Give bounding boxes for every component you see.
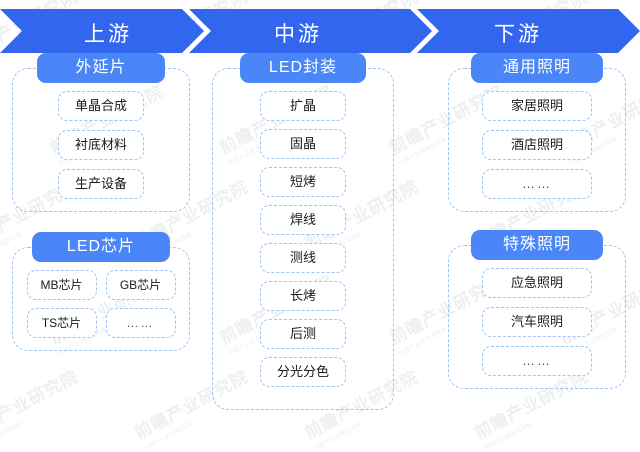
list-item[interactable]: TS芯片 bbox=[26, 308, 97, 338]
list-item[interactable]: 酒店照明 bbox=[482, 130, 592, 160]
list-item[interactable]: 固晶 bbox=[260, 129, 346, 159]
banner-label-upstream: 上游 bbox=[84, 23, 132, 46]
group-led-packaging: LED封装 扩晶 固晶 短烤 焊线 测线 长烤 后测 分光分色 bbox=[212, 53, 394, 410]
list-item[interactable]: 测线 bbox=[260, 243, 346, 273]
list-item-ellipsis[interactable]: …… bbox=[482, 346, 592, 376]
column-upstream: 外延片 单晶合成 衬底材料 生产设备 LED芯片 MB芯片 GB芯片 TS芯片 … bbox=[12, 53, 190, 365]
group-panel-epitaxial-wafer: 单晶合成 衬底材料 生产设备 bbox=[12, 68, 190, 212]
group-panel-special-lighting: 应急照明 汽车照明 …… bbox=[448, 245, 626, 389]
banner-segment-downstream[interactable] bbox=[417, 9, 640, 53]
group-epitaxial-wafer: 外延片 单晶合成 衬底材料 生产设备 bbox=[12, 53, 190, 212]
list-item[interactable]: 单晶合成 bbox=[58, 91, 144, 121]
column-midstream: LED封装 扩晶 固晶 短烤 焊线 测线 长烤 后测 分光分色 bbox=[212, 53, 394, 424]
list-item[interactable]: 短烤 bbox=[260, 167, 346, 197]
group-panel-led-packaging: 扩晶 固晶 短烤 焊线 测线 长烤 后测 分光分色 bbox=[212, 68, 394, 410]
list-item-ellipsis[interactable]: …… bbox=[482, 169, 592, 199]
group-title-led-chip[interactable]: LED芯片 bbox=[32, 232, 170, 262]
list-item[interactable]: 扩晶 bbox=[260, 91, 346, 121]
banner-arrow-shape bbox=[0, 9, 640, 53]
group-title-led-packaging[interactable]: LED封装 bbox=[240, 53, 366, 83]
list-item[interactable]: 分光分色 bbox=[260, 357, 346, 387]
list-item[interactable]: 家居照明 bbox=[482, 91, 592, 121]
group-title-special-lighting[interactable]: 特殊照明 bbox=[471, 230, 603, 260]
list-item[interactable]: 生产设备 bbox=[58, 169, 144, 199]
list-item[interactable]: 应急照明 bbox=[482, 268, 592, 298]
led-chip-grid: MB芯片 GB芯片 TS芯片 …… bbox=[25, 270, 177, 338]
banner-label-downstream: 下游 bbox=[494, 23, 542, 46]
group-panel-general-lighting: 家居照明 酒店照明 …… bbox=[448, 68, 626, 212]
group-title-epitaxial-wafer[interactable]: 外延片 bbox=[37, 53, 165, 83]
column-downstream: 通用照明 家居照明 酒店照明 …… 特殊照明 应急照明 汽车照明 …… bbox=[448, 53, 626, 403]
list-item[interactable]: 衬底材料 bbox=[58, 130, 144, 160]
group-led-chip: LED芯片 MB芯片 GB芯片 TS芯片 …… bbox=[12, 232, 190, 351]
group-title-general-lighting[interactable]: 通用照明 bbox=[471, 53, 603, 83]
value-chain-banner: 上游 中游 下游 bbox=[0, 9, 640, 53]
list-item[interactable]: 汽车照明 bbox=[482, 307, 592, 337]
group-general-lighting: 通用照明 家居照明 酒店照明 …… bbox=[448, 53, 626, 212]
list-item[interactable]: 后测 bbox=[260, 319, 346, 349]
list-item[interactable]: 焊线 bbox=[260, 205, 346, 235]
value-chain-body: 外延片 单晶合成 衬底材料 生产设备 LED芯片 MB芯片 GB芯片 TS芯片 … bbox=[0, 53, 640, 452]
banner-segment-upstream[interactable] bbox=[0, 9, 204, 53]
banner-label-midstream: 中游 bbox=[274, 23, 322, 46]
list-item-ellipsis[interactable]: …… bbox=[105, 308, 176, 338]
banner-segment-midstream[interactable] bbox=[189, 9, 432, 53]
group-special-lighting: 特殊照明 应急照明 汽车照明 …… bbox=[448, 230, 626, 389]
list-item[interactable]: 长烤 bbox=[260, 281, 346, 311]
list-item[interactable]: GB芯片 bbox=[105, 270, 176, 300]
group-panel-led-chip: MB芯片 GB芯片 TS芯片 …… bbox=[12, 247, 190, 351]
list-item[interactable]: MB芯片 bbox=[26, 270, 97, 300]
